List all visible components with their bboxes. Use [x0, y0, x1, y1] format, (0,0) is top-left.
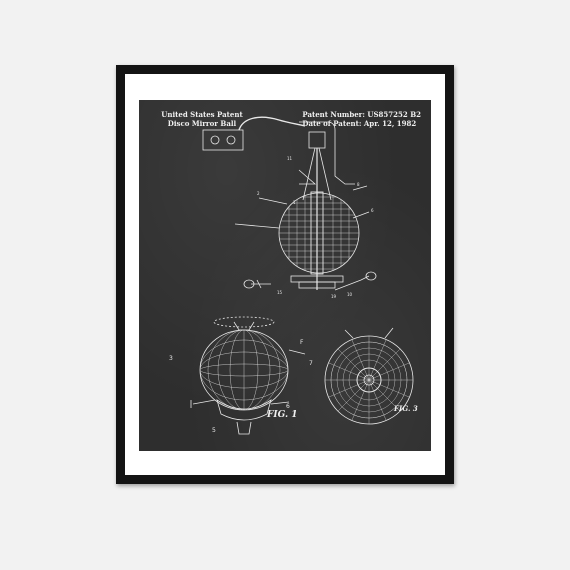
- patent-number: Patent Number: US857252 B2: [302, 110, 421, 119]
- svg-text:8: 8: [357, 182, 360, 187]
- patent-info-block: Patent Number: US857252 B2 Date of Paten…: [302, 110, 421, 128]
- center-column: [310, 191, 324, 275]
- fig1-label: FIG. 1: [267, 410, 298, 420]
- svg-text:3: 3: [169, 355, 173, 362]
- svg-text:5: 5: [212, 427, 216, 434]
- svg-text:10: 10: [347, 292, 353, 297]
- svg-text:7: 7: [309, 360, 313, 367]
- picture-frame: United States Patent Disco Mirror Ball P…: [116, 65, 454, 484]
- svg-text:6: 6: [371, 208, 374, 213]
- fig2-drawing: [202, 116, 377, 291]
- invention-title: Disco Mirror Ball: [167, 119, 237, 128]
- side-support: [190, 399, 216, 408]
- svg-text:F: F: [300, 339, 304, 346]
- drive-knob: [236, 421, 252, 435]
- svg-text:15: 15: [277, 290, 283, 295]
- bracket-brace: [298, 169, 317, 185]
- light-beam: [318, 147, 332, 201]
- light-beam: [302, 147, 316, 201]
- ceiling-bracket: [299, 121, 355, 185]
- fig3-label: FIG. 3: [394, 404, 418, 413]
- mount-pin-right: [334, 275, 370, 291]
- svg-text:19: 19: [331, 294, 337, 299]
- svg-text:1: 1: [293, 200, 296, 205]
- hanger-cap: [233, 321, 255, 331]
- svg-text:6: 6: [286, 403, 290, 410]
- patent-date: Date of Patent: Apr. 12, 1982: [302, 119, 417, 128]
- center-gear-icon: [356, 367, 382, 393]
- fig1-drawing: [190, 316, 306, 435]
- patent-title-block: United States Patent Disco Mirror Ball: [157, 110, 247, 128]
- motor-housing: [202, 129, 244, 151]
- base-collar: [298, 281, 336, 289]
- patent-print: United States Patent Disco Mirror Ball P…: [139, 100, 431, 451]
- ball-housing: [216, 399, 272, 421]
- motor-gear-icon: [210, 135, 220, 145]
- drive-motor: [308, 131, 326, 149]
- svg-text:11: 11: [287, 156, 293, 161]
- rotation-path: [213, 316, 275, 328]
- patent-office-text: United States Patent: [161, 110, 243, 119]
- motor-gear-icon: [226, 135, 236, 145]
- power-cable: [238, 116, 306, 131]
- fig3-drawing: [324, 327, 414, 425]
- svg-text:2: 2: [257, 191, 260, 196]
- mat-board: United States Patent Disco Mirror Ball P…: [125, 74, 445, 475]
